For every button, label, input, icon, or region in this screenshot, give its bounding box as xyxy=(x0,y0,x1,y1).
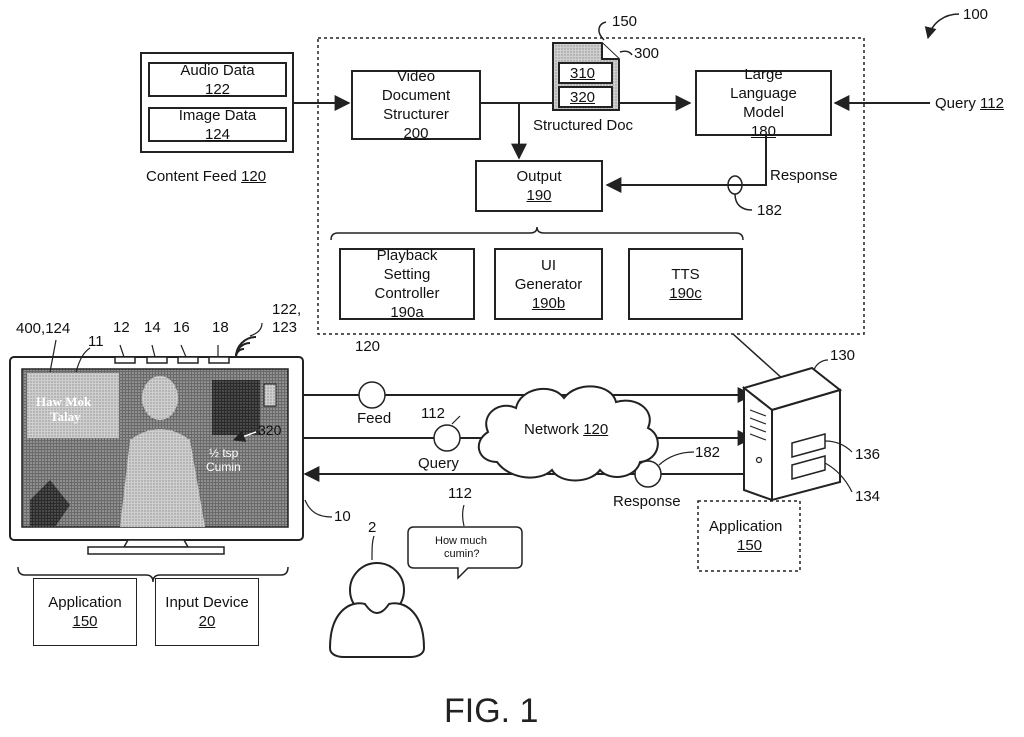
device-application-label: Application xyxy=(48,593,121,612)
figure-system-ref: 100 xyxy=(963,6,988,24)
audio-data-box: Audio Data 122 xyxy=(148,62,287,97)
tv-ref: 10 xyxy=(334,508,351,526)
content-feed-caption: Content Feed 120 xyxy=(146,168,266,186)
server-application-ref-wrap: 150 xyxy=(737,537,762,555)
response-label: Response xyxy=(770,167,838,185)
query-label: Query xyxy=(935,95,976,112)
network-label: Network xyxy=(524,421,579,438)
playback-line1: Playback xyxy=(377,246,438,265)
doc-part-a-ref: 310 xyxy=(570,65,595,82)
playback-ref: 190a xyxy=(374,303,439,322)
input-device-label: Input Device xyxy=(165,593,248,612)
playback-line2: Setting xyxy=(384,265,431,284)
ref-16: 16 xyxy=(173,319,190,337)
feed-ref: 120 xyxy=(355,338,380,356)
query-input-label: Query 112 xyxy=(935,95,1004,113)
structured-doc-label: Structured Doc xyxy=(533,117,633,135)
tts-ref: 190c xyxy=(669,284,702,303)
output-box: Output 190 xyxy=(475,160,603,212)
ref-14: 14 xyxy=(144,319,161,337)
system-ref: 150 xyxy=(612,13,637,31)
figure-label: FIG. 1 xyxy=(444,692,538,731)
screen-title-line1: Haw Mok xyxy=(36,394,91,409)
input-device-ref: 20 xyxy=(199,612,216,631)
device-application-box: Application 150 xyxy=(33,578,137,646)
image-data-ref: 124 xyxy=(179,125,257,144)
audio-data-label: Audio Data xyxy=(180,61,254,80)
doc-part-b: 320 xyxy=(570,89,595,107)
screen-caption-line2: Cumin xyxy=(206,460,241,474)
ref-11: 11 xyxy=(88,333,104,351)
server-application-ref: 150 xyxy=(737,537,762,554)
ui-generator-line1: UI xyxy=(541,256,556,275)
video-structurer-ref: 200 xyxy=(383,124,449,143)
network-query-ref: 112 xyxy=(421,405,445,423)
image-data-label: Image Data xyxy=(179,106,257,125)
network-query-label: Query xyxy=(418,455,459,473)
ref-18: 18 xyxy=(212,319,229,337)
llm-box: Large Language Model 180 xyxy=(695,70,832,136)
video-structurer-box: Video Document Structurer 200 xyxy=(351,70,481,140)
structured-doc-ref: 300 xyxy=(634,45,659,63)
content-feed-ref: 120 xyxy=(241,168,266,185)
llm-line2: Language xyxy=(730,84,797,103)
output-ref: 190 xyxy=(516,186,561,205)
ref-134: 134 xyxy=(855,488,880,506)
screen-ref: 400,124 xyxy=(16,320,70,338)
playback-box: Playback Setting Controller 190a xyxy=(339,248,475,320)
ui-generator-line2: Generator xyxy=(515,275,583,294)
ref-136: 136 xyxy=(855,446,880,464)
query-ref: 112 xyxy=(980,95,1004,112)
output-label: Output xyxy=(516,167,561,186)
network-caption: Network 120 xyxy=(524,421,608,439)
doc-part-a: 310 xyxy=(570,65,595,83)
ref-12: 12 xyxy=(113,319,130,337)
device-application-ref: 150 xyxy=(72,612,97,631)
doc-part-b-ref: 320 xyxy=(570,89,595,106)
user-ref: 2 xyxy=(368,519,376,537)
audio-data-ref: 122 xyxy=(180,80,254,99)
llm-line1: Large xyxy=(744,65,782,84)
video-structurer-line1: Video xyxy=(397,67,435,86)
llm-line3: Model xyxy=(743,103,784,122)
feed-label: Feed xyxy=(357,410,391,428)
response-ref: 182 xyxy=(757,202,782,220)
screen-ref-320: 320 xyxy=(258,421,281,439)
ui-generator-ref: 190b xyxy=(532,294,565,313)
ref-123: 123 xyxy=(272,319,297,337)
image-data-box: Image Data 124 xyxy=(148,107,287,142)
playback-line3: Controller xyxy=(374,284,439,303)
server-application-label: Application xyxy=(709,518,782,536)
tts-box: TTS 190c xyxy=(628,248,743,320)
ref-122: 122, xyxy=(272,301,301,319)
bubble-line2: cumin? xyxy=(444,548,479,561)
video-structurer-line3: Structurer xyxy=(383,105,449,124)
ui-generator-box: UI Generator 190b xyxy=(494,248,603,320)
screen-title-line2: Talay xyxy=(50,409,81,424)
llm-ref: 180 xyxy=(743,122,784,141)
content-feed-label: Content Feed xyxy=(146,168,237,185)
network-ref: 120 xyxy=(583,421,608,438)
video-structurer-line2: Document xyxy=(382,86,450,105)
tts-label: TTS xyxy=(669,265,702,284)
screen-caption-line1: ½ tsp xyxy=(209,446,238,460)
bubble-ref: 112 xyxy=(448,485,472,503)
bubble-line1: How much xyxy=(435,535,487,548)
input-device-box: Input Device 20 xyxy=(155,578,259,646)
network-response-ref: 182 xyxy=(695,444,720,462)
network-response-label: Response xyxy=(613,493,681,511)
server-ref: 130 xyxy=(830,347,855,365)
